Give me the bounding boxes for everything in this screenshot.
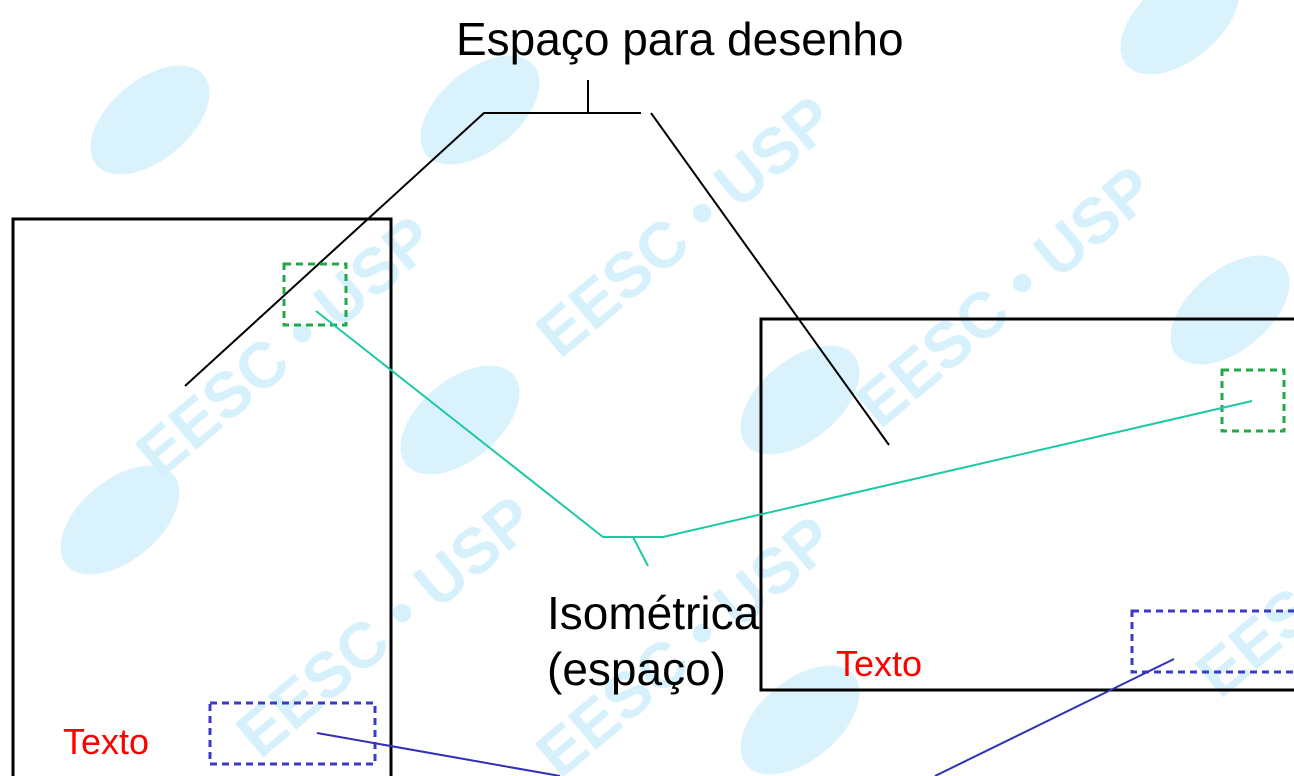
isometric-leader (315, 310, 1253, 538)
watermark-logo (60, 465, 180, 575)
drawing-space-leader-right (650, 112, 890, 446)
watermark-logo (90, 65, 210, 175)
watermark-logo (740, 345, 860, 455)
watermark-logo (1120, 0, 1240, 75)
isometric-sublabel: (espaço) (547, 643, 726, 695)
isometric-box-landscape (1220, 368, 1286, 433)
landscape-sheet-frame (759, 317, 1294, 692)
isometric-label: Isométrica (547, 587, 760, 639)
text-leader-right (934, 658, 1175, 776)
watermark-logo (740, 665, 860, 775)
text-label-landscape: Texto (836, 643, 923, 684)
isometric-leader-stem (632, 536, 649, 567)
watermark-logo (400, 365, 520, 475)
text-label-portrait: Texto (63, 721, 150, 762)
watermark-logo (420, 55, 540, 165)
text-box-portrait (208, 701, 377, 766)
drawing-space-label: Espaço para desenho (456, 13, 904, 65)
portrait-sheet-frame (11, 217, 393, 776)
text-box-landscape (1130, 609, 1294, 674)
isometric-box-portrait (282, 262, 348, 327)
watermark-logo (1170, 255, 1290, 365)
drawing-space-leader-left (184, 112, 641, 387)
text-leader-left (316, 732, 561, 776)
